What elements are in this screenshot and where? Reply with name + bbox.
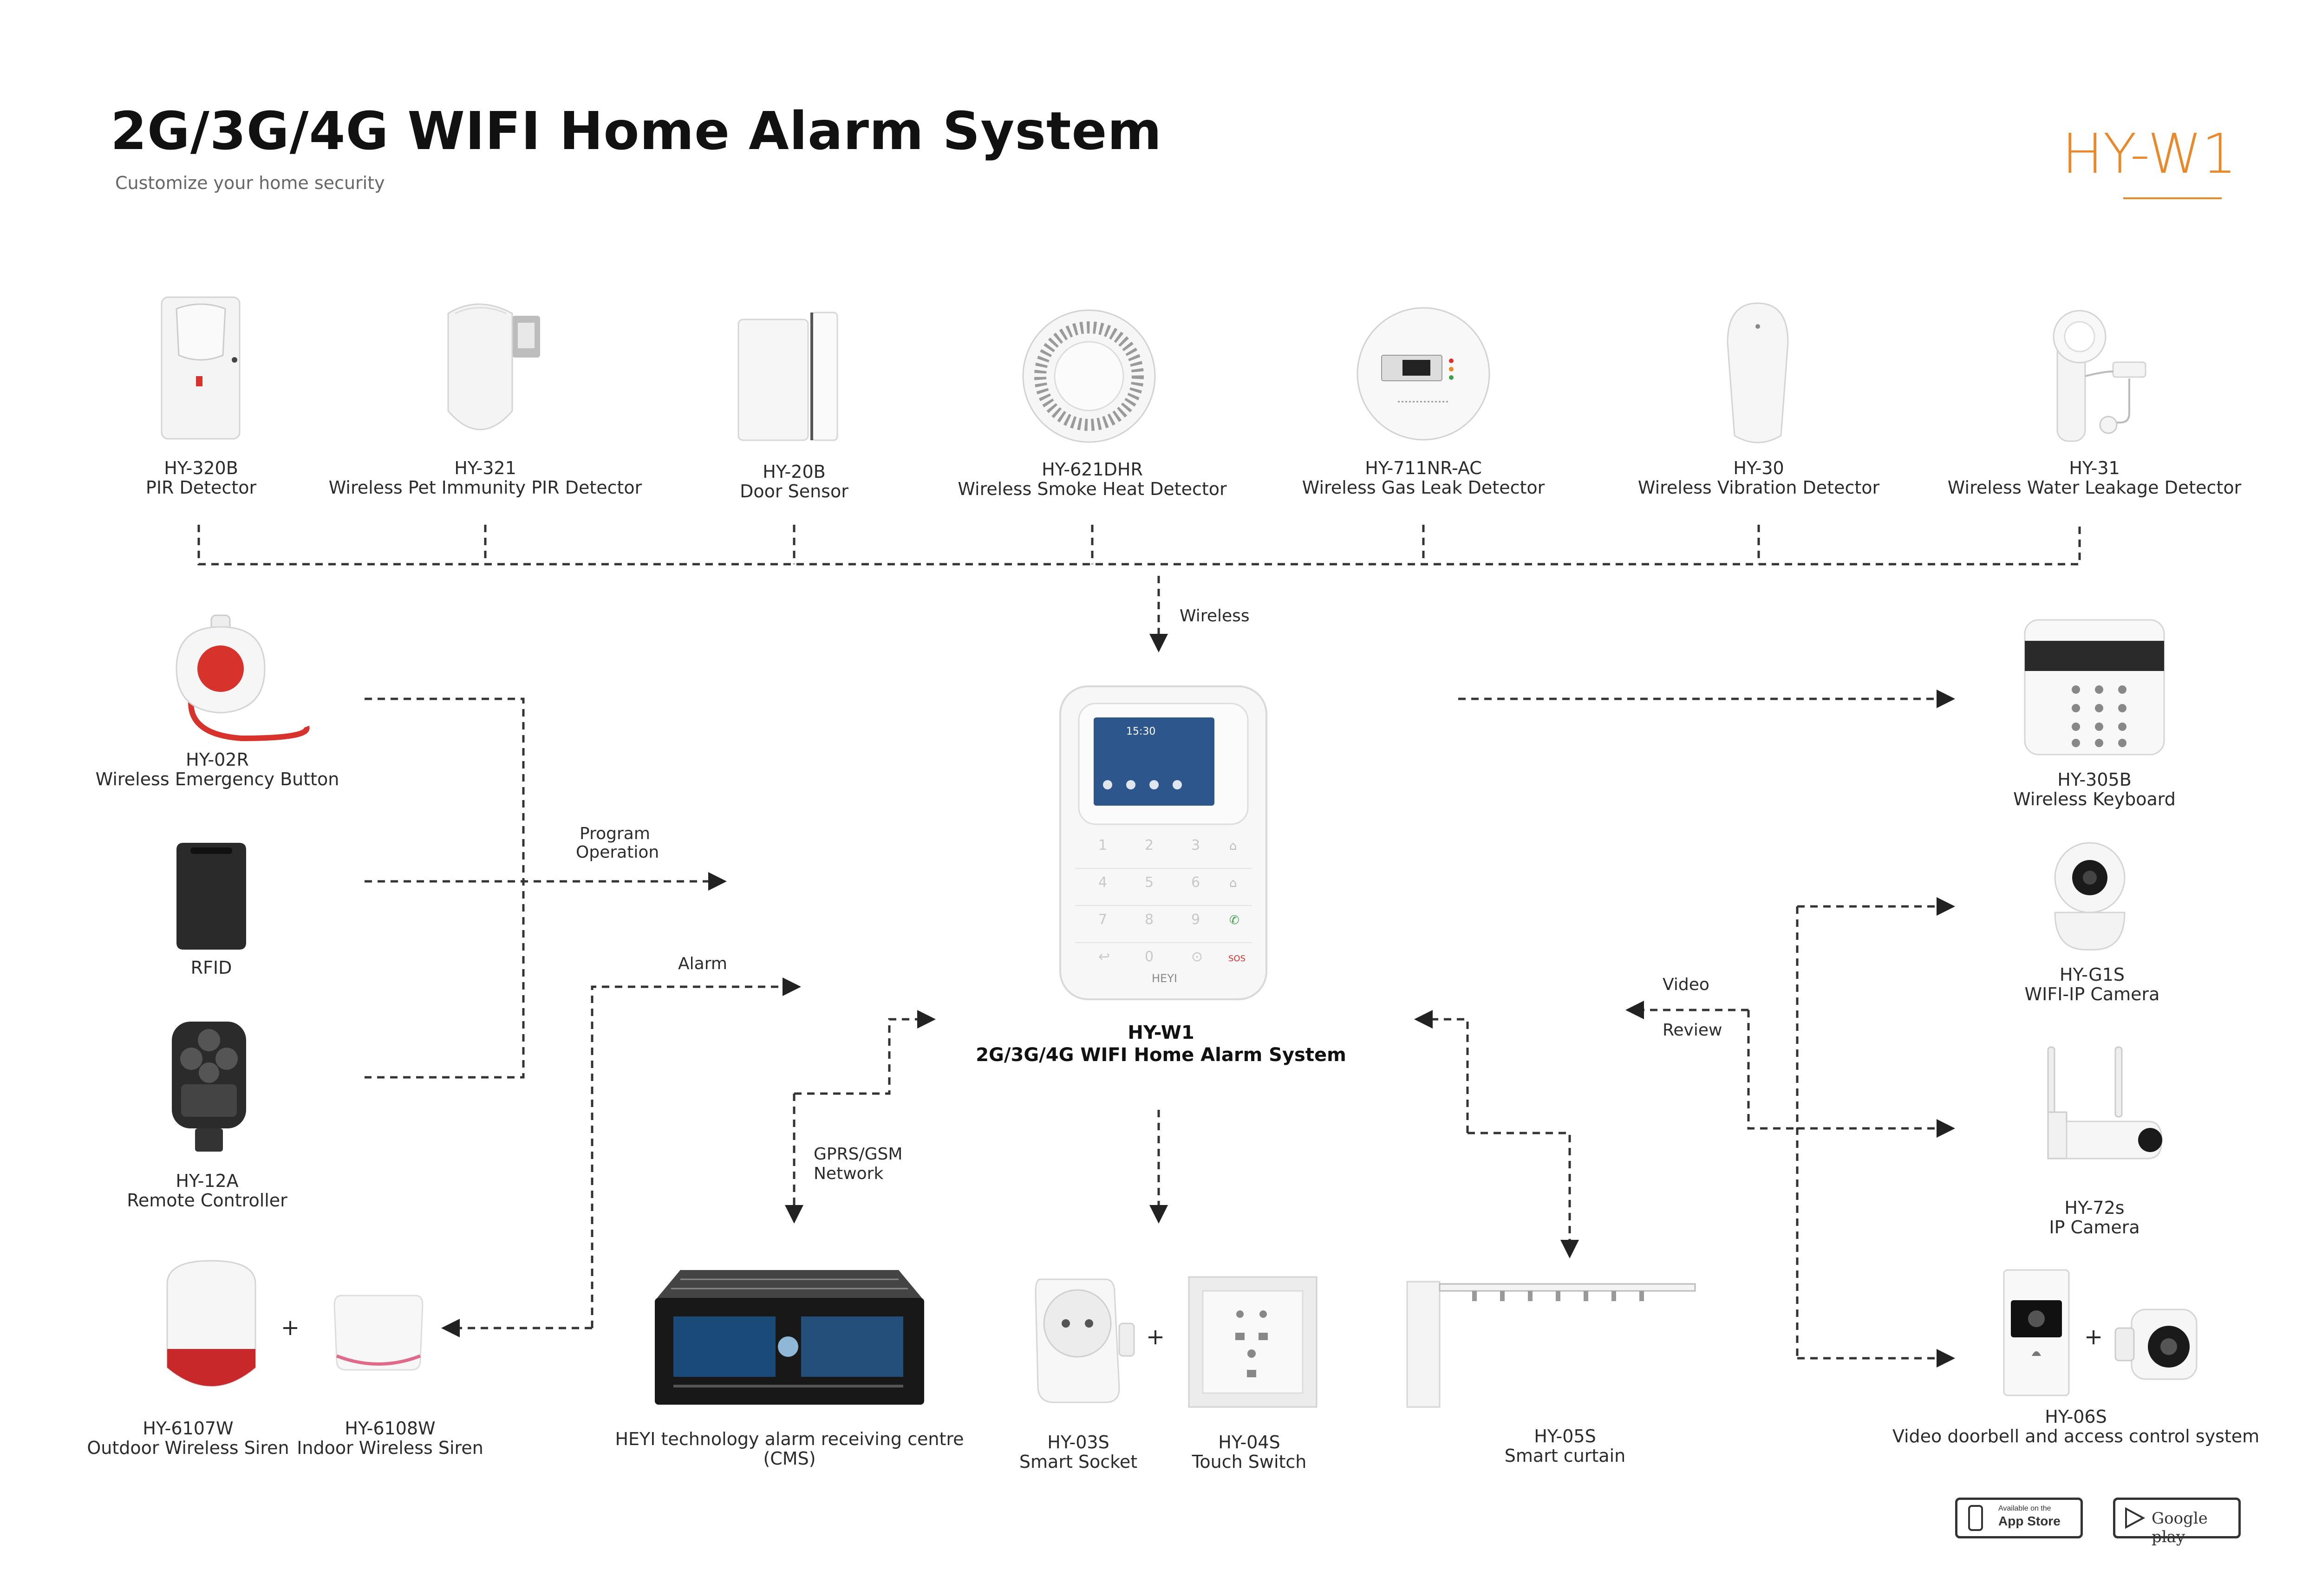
curtain-down-arrow [1468,1132,1579,1258]
app-store-small-label: Available on the [1998,1505,2051,1512]
curtain-arrow [1414,1010,1469,1133]
alarm-label: Alarm [678,954,727,973]
brand-mark: HY-W1 [2062,122,2237,186]
outdoor-siren-icon [166,1260,256,1387]
svg-text:⌂: ⌂ [1229,876,1237,890]
left-device-caption: RFID [190,958,232,978]
operation-label: Operation [576,843,659,862]
svg-text:✆: ✆ [1229,913,1239,927]
google-play-button[interactable]: Google play [2113,1498,2241,1546]
cms-server-icon [655,1270,924,1405]
video-doorbell-icon [2003,1269,2070,1396]
phone-icon [1968,1505,1983,1531]
pet-pir-detector-icon [447,303,540,430]
emergency-button-icon [176,614,310,742]
hub-brand: HEYI [1152,972,1177,985]
svg-text:6: 6 [1191,874,1200,891]
pir-detector-icon [161,296,241,440]
svg-text:1: 1 [1098,837,1107,853]
svg-text:2: 2 [1145,837,1154,853]
gas-detector-icon [1357,307,1490,441]
google-play-label: Google play [2152,1509,2208,1546]
svg-text:↩: ↩ [1098,949,1110,965]
gprs-up-arrow [794,1010,936,1095]
svg-text:7: 7 [1098,912,1107,928]
water-leak-detector-icon [2053,310,2146,442]
smart-socket-icon [1035,1278,1135,1403]
smart-curtain-icon [1406,1281,1696,1408]
door-sensor-icon [737,312,838,441]
gprs-label: GPRS/GSM [814,1145,903,1164]
svg-text:4: 4 [1098,874,1107,891]
plus-sign: + [280,1315,300,1341]
cms-caption: HEYI technology alarm receiving centre(C… [615,1429,964,1469]
remote-controller-icon [172,1022,246,1152]
access-camera-icon [2114,1309,2198,1380]
ip-camera-icon [2047,1046,2163,1160]
svg-text:9: 9 [1191,912,1200,928]
wireless-keyboard-icon [2024,619,2165,756]
smoke-detector-icon [1022,309,1156,443]
video-review-line [1747,1010,1797,1130]
rfid-tag-icon [176,843,246,950]
svg-text:⊙: ⊙ [1191,949,1203,965]
alarm-hub-icon: 15:30 1 2 3 4 5 6 7 8 9 ↩ 0 ⊙ SOS ✆ ⌂ ⌂ HEYI [1059,685,1267,1000]
brand-underline [2123,197,2222,199]
network-label: Network [814,1164,884,1183]
page-title: 2G/3G/4G WIFI Home Alarm System [111,101,1162,162]
review-label: Review [1663,1021,1722,1040]
page-subtitle: Customize your home security [115,173,385,193]
video-label: Video [1663,975,1709,994]
svg-text:⌂: ⌂ [1229,839,1237,853]
app-store-button[interactable]: Available on the App Store [1955,1498,2083,1538]
svg-text:3: 3 [1191,837,1200,853]
vibration-detector-icon [1727,302,1789,443]
wifi-camera-icon [2054,842,2126,951]
svg-text:8: 8 [1145,912,1154,928]
wireless-label: Wireless [1180,606,1250,625]
hub-sos-key: SOS [1228,954,1246,964]
plus-sign: + [1146,1324,1165,1350]
plus-sign: + [2084,1324,2103,1350]
program-label: Program [580,824,650,843]
hub-screen-time: 15:30 [1126,726,1155,737]
touch-switch-icon [1188,1276,1318,1408]
alarm-arrow [591,977,801,1328]
emergency-line [365,697,525,1079]
sensor-bus-line [197,525,2081,566]
svg-text:0: 0 [1145,949,1154,965]
indoor-siren-icon [333,1295,424,1371]
play-icon [2125,1507,2145,1529]
app-store-label: App Store [1998,1514,2061,1528]
svg-text:5: 5 [1145,874,1154,891]
